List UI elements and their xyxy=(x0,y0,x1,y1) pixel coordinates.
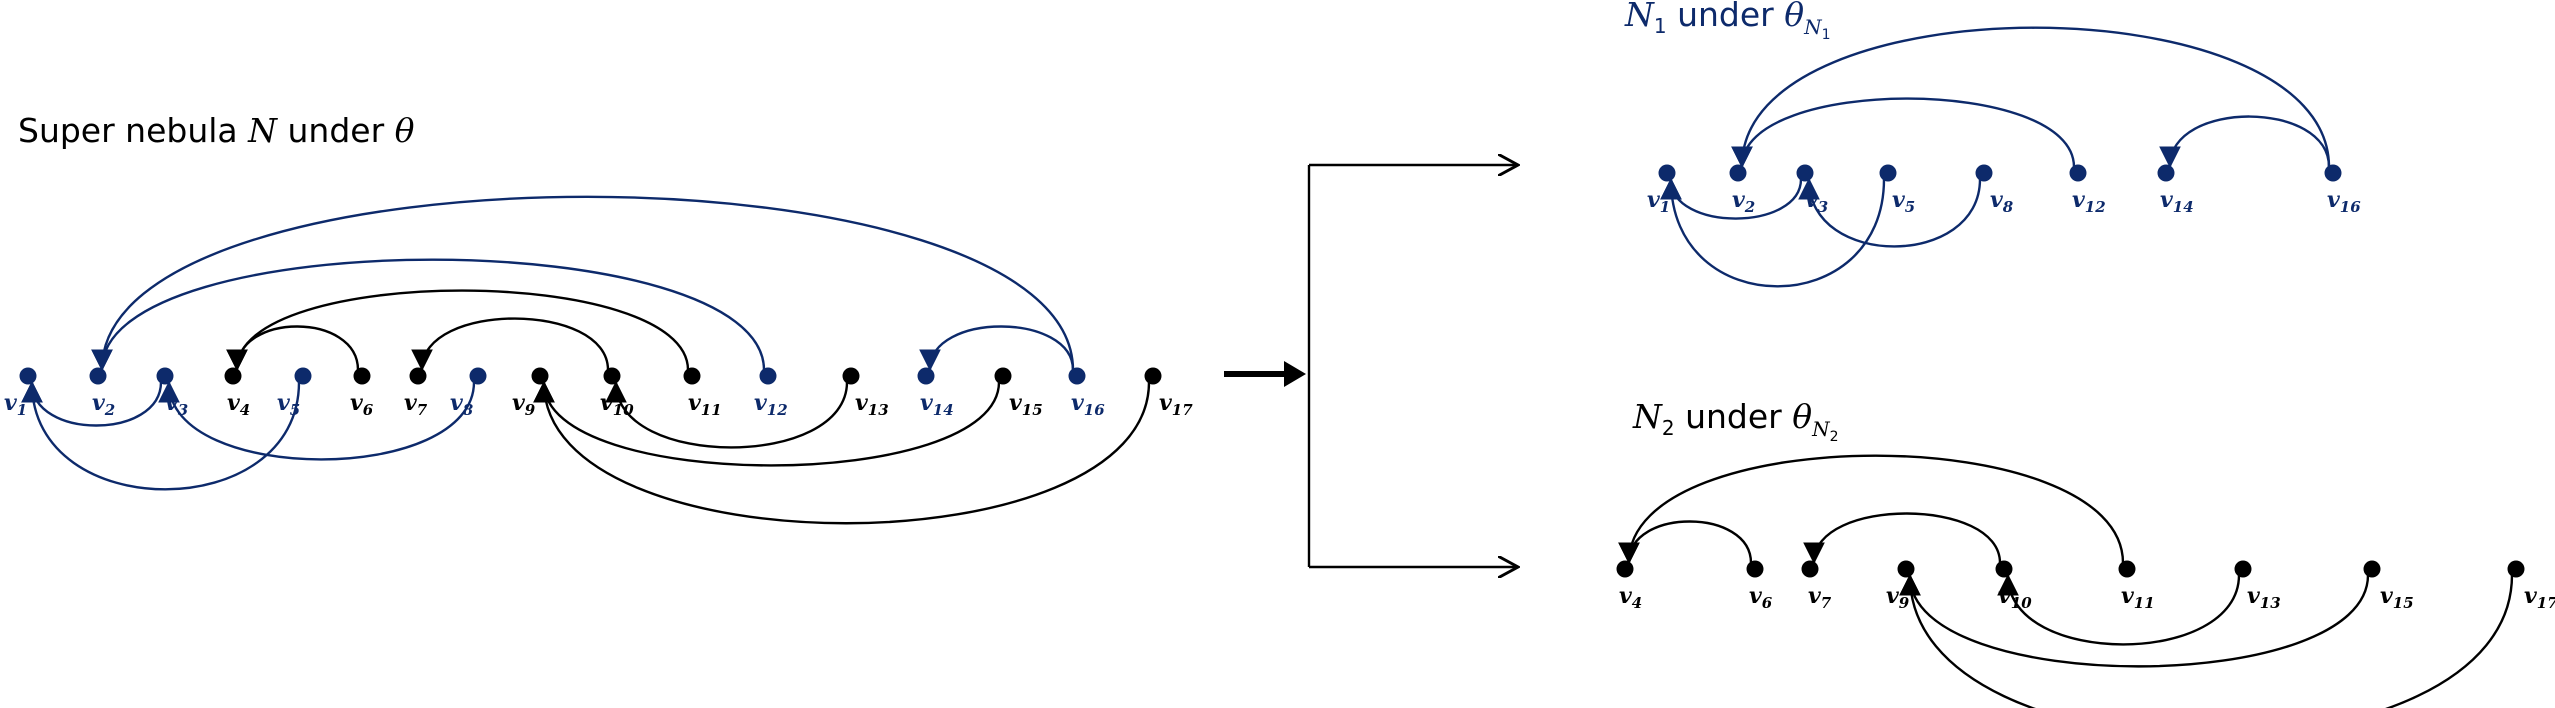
n1-title: N1 under θN1 xyxy=(1624,0,1831,43)
n1-label-v8: v8 xyxy=(1990,187,2014,216)
n1-vertex-v5 xyxy=(1879,164,1897,182)
n1-vertex-v3 xyxy=(1796,164,1814,182)
n1-edge-v8-to-v3 xyxy=(1798,177,1982,248)
super-label-v2: v2 xyxy=(92,390,115,419)
super-vertex-v9 xyxy=(531,367,549,385)
n1-edge-v16-to-v2 xyxy=(1731,26,2331,169)
n2-vertex-v6 xyxy=(1746,560,1764,578)
super-label-v11: v11 xyxy=(688,390,722,419)
super-vertex-v17 xyxy=(1144,367,1162,385)
super-nebula-graph: v1 v2 v3 v4 v5 v6 v7 v8 v9 v10 v11 v12 v13 v14 v15 v16 v… xyxy=(4,195,1193,525)
super-edge-v17-to-v9 xyxy=(533,380,1151,525)
n2-label-v7: v7 xyxy=(1808,583,1832,612)
n1-label-v5: v5 xyxy=(1892,187,1915,216)
super-label-v4: v4 xyxy=(227,390,250,419)
super-label-v3: v3 xyxy=(165,390,188,419)
super-vertex-v13 xyxy=(842,367,860,385)
n1-edge-v12-to-v2 xyxy=(1731,97,2076,169)
decomposition-connector xyxy=(1224,165,1518,567)
super-label-v8: v8 xyxy=(450,390,474,419)
n2-edge-v6-to-v4 xyxy=(1618,520,1753,565)
n2-edge-v11-to-v4 xyxy=(1618,454,2125,565)
main-arrow-head xyxy=(1284,361,1306,387)
n2-vertex-v10 xyxy=(1995,560,2013,578)
n2-vertex-v4 xyxy=(1616,560,1634,578)
super-vertex-v12 xyxy=(759,367,777,385)
super-vertex-v15 xyxy=(994,367,1012,385)
n1-edge-v16-to-v14 xyxy=(2159,115,2331,169)
n1-vertex-v14 xyxy=(2157,164,2175,182)
n2-label-v4: v4 xyxy=(1619,583,1642,612)
super-edge-v11-to-v4 xyxy=(226,289,690,372)
super-label-v16: v16 xyxy=(1071,390,1105,419)
n1-vertex-v12 xyxy=(2069,164,2087,182)
super-label-v6: v6 xyxy=(350,390,374,419)
super-vertex-v14 xyxy=(917,367,935,385)
n2-vertex-v9 xyxy=(1897,560,1915,578)
n1-label-v14: v14 xyxy=(2160,187,2194,216)
super-label-v5: v5 xyxy=(277,390,300,419)
super-vertex-v5 xyxy=(294,367,312,385)
n2-label-v9: v9 xyxy=(1886,583,1910,612)
super-edge-v15-to-v9 xyxy=(533,380,1001,467)
n1-vertex-v8 xyxy=(1975,164,1993,182)
super-label-v10: v10 xyxy=(600,390,634,419)
super-edge-v12-to-v2 xyxy=(91,258,766,372)
super-vertex-v1 xyxy=(19,367,37,385)
n1-vertex-v16 xyxy=(2324,164,2342,182)
n2-graph: v4 v6 v7 v9 v10 v11 v13 v15 v17 xyxy=(1616,454,2555,708)
super-label-v13: v13 xyxy=(855,390,889,419)
n2-label-v11: v11 xyxy=(2121,583,2155,612)
n2-vertex-v13 xyxy=(2234,560,2252,578)
n1-label-v2: v2 xyxy=(1732,187,1755,216)
super-edge-v8-to-v3 xyxy=(158,380,476,461)
n2-title: N2 under θN2 xyxy=(1632,397,1839,445)
n2-label-v10: v10 xyxy=(1998,583,2032,612)
super-label-v1: v1 xyxy=(4,390,27,419)
super-edge-v10-to-v7 xyxy=(411,317,610,372)
super-edge-v5-to-v1 xyxy=(21,380,301,491)
n2-label-v15: v15 xyxy=(2380,583,2414,612)
super-edge-v16-to-v2 xyxy=(91,195,1075,372)
n2-edge-v10-to-v7 xyxy=(1803,512,2002,565)
n2-edge-v15-to-v9 xyxy=(1899,573,2370,668)
n2-vertex-v15 xyxy=(2363,560,2381,578)
n1-label-v3: v3 xyxy=(1805,187,1828,216)
n2-label-v13: v13 xyxy=(2247,583,2281,612)
n2-label-v6: v6 xyxy=(1749,583,1773,612)
super-vertex-v6 xyxy=(353,367,371,385)
n1-label-v12: v12 xyxy=(2072,187,2106,216)
super-label-v12: v12 xyxy=(754,390,788,419)
n1-graph: v1 v2 v3 v5 v8 v12 v14 v16 xyxy=(1647,26,2361,288)
super-label-v15: v15 xyxy=(1009,390,1043,419)
n1-vertex-v1 xyxy=(1658,164,1676,182)
n2-vertex-v17 xyxy=(2507,560,2525,578)
n2-vertex-v7 xyxy=(1801,560,1819,578)
super-label-v14: v14 xyxy=(920,390,954,419)
super-edge-v13-to-v10 xyxy=(605,380,849,449)
super-edge-v6-to-v4 xyxy=(226,325,360,372)
super-vertex-v7 xyxy=(409,367,427,385)
n1-label-v16: v16 xyxy=(2327,187,2361,216)
n1-label-v1: v1 xyxy=(1647,187,1670,216)
super-vertex-v16 xyxy=(1068,367,1086,385)
n2-label-v17: v17 xyxy=(2524,583,2555,612)
n2-edge-v13-to-v10 xyxy=(1997,573,2241,646)
n2-vertex-v11 xyxy=(2118,560,2136,578)
super-vertex-v4 xyxy=(224,367,242,385)
super-nebula-title: Super nebula N under θ xyxy=(18,111,415,150)
super-vertex-v2 xyxy=(89,367,107,385)
n1-vertex-v2 xyxy=(1729,164,1747,182)
super-edge-v16-to-v14 xyxy=(919,325,1075,372)
n1-edge-v5-to-v1 xyxy=(1660,177,1886,288)
n2-edge-v17-to-v9 xyxy=(1899,573,2514,708)
super-vertex-v11 xyxy=(683,367,701,385)
super-label-v9: v9 xyxy=(512,390,536,419)
super-vertex-v10 xyxy=(603,367,621,385)
super-vertex-v8 xyxy=(469,367,487,385)
super-label-v7: v7 xyxy=(404,390,428,419)
super-vertex-v3 xyxy=(156,367,174,385)
super-label-v17: v17 xyxy=(1159,390,1193,419)
